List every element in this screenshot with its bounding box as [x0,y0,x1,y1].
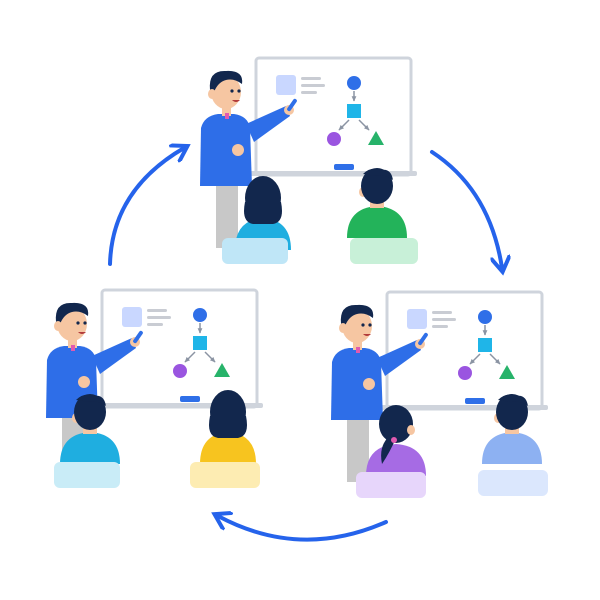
arrow-top-right-icon [430,150,502,268]
arrow-left-icon [108,148,184,266]
chair [54,462,120,488]
scene-top [200,58,418,264]
student-short-hair [347,168,407,238]
scene-bottom-left [46,290,263,488]
chair [350,238,418,264]
arrow-bottom-icon [218,516,388,542]
chair [222,238,288,264]
chair [478,470,548,496]
cycle-arrows [108,148,502,542]
chair [190,462,260,488]
chair [356,472,426,498]
scene-bottom-right [331,292,548,498]
